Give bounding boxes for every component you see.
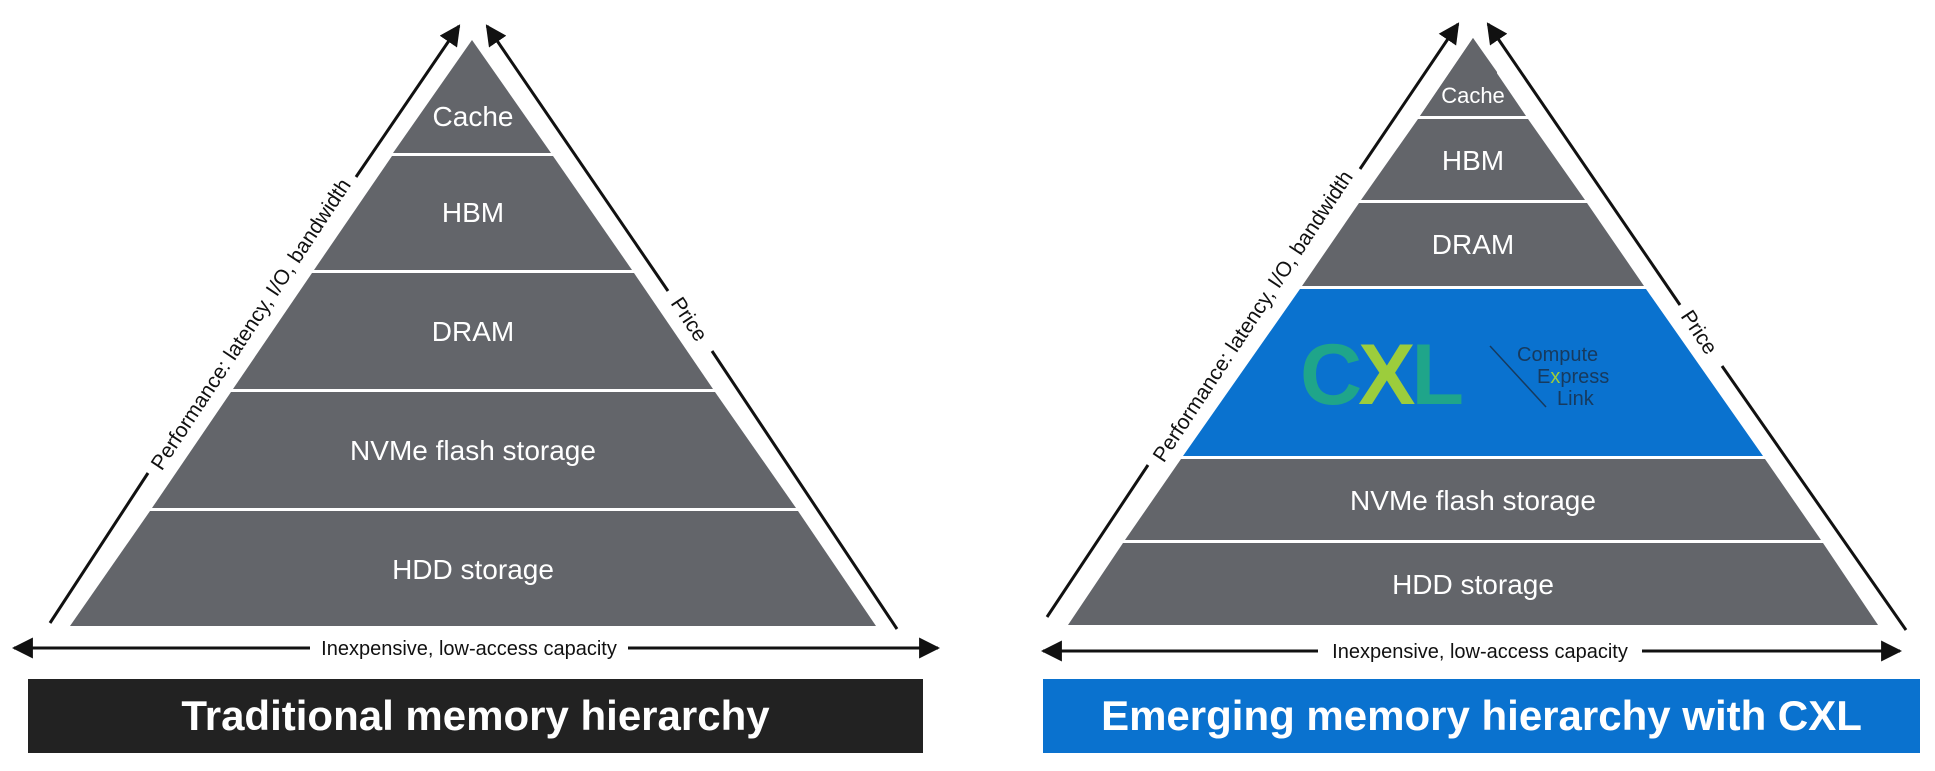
cxl-logo-link: Link bbox=[1557, 388, 1595, 410]
layer-dram bbox=[233, 273, 713, 389]
layer-label-hdd: HDD storage bbox=[392, 554, 554, 585]
layer-label-hbm: HBM bbox=[1442, 145, 1504, 176]
layer-cache bbox=[393, 40, 551, 153]
layer-hdd bbox=[1068, 543, 1878, 625]
layer-label-hdd: HDD storage bbox=[1392, 569, 1554, 600]
layer-label-dram: DRAM bbox=[432, 316, 514, 347]
cxl-logo-express-letter: s bbox=[1589, 366, 1599, 388]
layer-nvme bbox=[152, 392, 796, 508]
performance-arrow bbox=[354, 24, 461, 178]
layer-label-dram: DRAM bbox=[1432, 229, 1514, 260]
cxl-logo-letter: C bbox=[1300, 327, 1360, 423]
traditional-hierarchy-title: Traditional memory hierarchy bbox=[28, 679, 923, 753]
cxl-logo-express: Express bbox=[1537, 366, 1609, 388]
performance-arrow-segment-lower bbox=[1045, 464, 1150, 618]
cxl-pyramid: Cache HBM DRAM NVMe flash storage HDD st… bbox=[1040, 22, 1908, 663]
price-arrow bbox=[485, 24, 670, 292]
cxl-logo-letter: L bbox=[1411, 327, 1461, 423]
price-arrow-segment-lower bbox=[1720, 365, 1908, 631]
cxl-logo: CXL Compute Express Link bbox=[1300, 327, 1609, 423]
capacity-axis-label: Inexpensive, low-access capacity bbox=[321, 638, 617, 660]
cxl-logo-letter: X bbox=[1358, 327, 1415, 423]
layer-label-nvme: NVMe flash storage bbox=[350, 435, 596, 466]
cxl-logo-express-letter: p bbox=[1560, 366, 1571, 388]
layer-label-nvme: NVMe flash storage bbox=[1350, 485, 1596, 516]
cxl-logo-express-letter: x bbox=[1550, 366, 1560, 388]
cxl-logo-express-letter: s bbox=[1599, 366, 1609, 388]
capacity-axis-label: Inexpensive, low-access capacity bbox=[1332, 641, 1628, 663]
layer-label-cache: Cache bbox=[433, 101, 514, 132]
cxl-logo-divider bbox=[1489, 345, 1547, 408]
layer-nvme bbox=[1125, 459, 1821, 540]
layer-label-hbm: HBM bbox=[442, 197, 504, 228]
layer-label-cache: Cache bbox=[1441, 83, 1505, 108]
performance-arrow-segment-lower bbox=[48, 472, 150, 624]
cxl-hierarchy-title: Emerging memory hierarchy with CXL bbox=[1043, 679, 1920, 753]
layer-hdd bbox=[70, 511, 876, 626]
cxl-logo-mark: CXL bbox=[1300, 327, 1461, 423]
layer-dram bbox=[1302, 203, 1644, 286]
price-arrow-segment-lower bbox=[710, 350, 899, 630]
layer-hbm bbox=[314, 156, 632, 270]
cxl-logo-express-letter: e bbox=[1578, 366, 1589, 388]
layer-hbm bbox=[1361, 119, 1585, 200]
cxl-logo-compute: Compute bbox=[1517, 344, 1598, 366]
cxl-logo-express-letter: r bbox=[1571, 366, 1578, 388]
layer-cxl bbox=[1183, 289, 1763, 456]
layer-cache-fill bbox=[1420, 38, 1526, 116]
cxl-logo-express-letter: E bbox=[1537, 366, 1550, 388]
traditional-pyramid: Cache HBM DRAM NVMe flash storage HDD st… bbox=[11, 24, 941, 660]
price-arrow bbox=[1486, 22, 1682, 306]
performance-arrow bbox=[1358, 22, 1460, 170]
